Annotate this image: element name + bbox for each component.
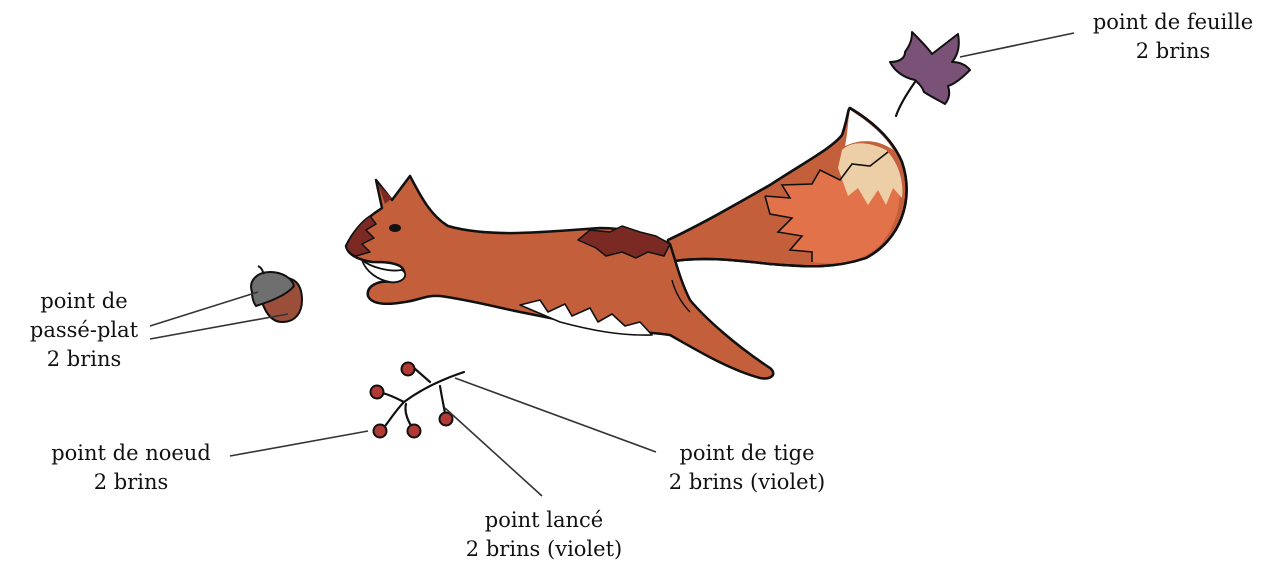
leader-line-passe-nut xyxy=(149,313,289,340)
squirrel-eye xyxy=(389,224,401,232)
acorn-cap xyxy=(250,270,296,308)
leader-line-feuille xyxy=(959,32,1075,58)
label-point-de-noeud: point de noeud 2 brins xyxy=(36,439,226,497)
tail-tip-white xyxy=(845,110,893,150)
leaf-shape xyxy=(889,31,971,105)
berry xyxy=(438,411,454,427)
label-text: point de feuille xyxy=(1092,10,1254,34)
label-point-de-tige: point de tige 2 brins (violet) xyxy=(652,439,842,497)
berries-icon xyxy=(369,361,466,439)
berry xyxy=(369,384,385,400)
label-text: point de noeud xyxy=(51,441,211,465)
label-text: 2 brins (violet) xyxy=(465,537,623,561)
label-text: point de xyxy=(40,289,128,313)
label-point-lance: point lancé 2 brins (violet) xyxy=(444,506,644,564)
leaf-stem xyxy=(894,80,917,118)
tail-tip-cream xyxy=(838,143,903,205)
label-point-de-feuille: point de feuille 2 brins xyxy=(1078,8,1268,66)
leader-lines xyxy=(149,32,1075,497)
tail-outline xyxy=(667,106,908,268)
squirrel-body xyxy=(344,174,775,380)
label-text: point lancé xyxy=(484,508,604,532)
acorn-icon xyxy=(250,265,304,324)
berry xyxy=(372,423,388,439)
squirrel-belly-white xyxy=(519,299,653,336)
tail-zigzag-line-2 xyxy=(764,195,813,262)
leader-line-tige xyxy=(454,377,657,453)
leaf-icon xyxy=(889,31,971,118)
berry xyxy=(400,361,416,377)
label-text: point de tige xyxy=(679,441,815,465)
label-text: 2 brins xyxy=(46,347,122,371)
squirrel-leg-line xyxy=(671,279,691,313)
label-text: 2 brins xyxy=(1135,39,1211,63)
squirrel-tail xyxy=(666,106,908,268)
label-text: 2 brins xyxy=(93,470,169,494)
berry xyxy=(406,423,422,439)
acorn-stem xyxy=(257,265,265,275)
squirrel-back-patch xyxy=(577,225,671,259)
label-text: passé-plat xyxy=(29,318,139,342)
tail-zigzag-line xyxy=(764,151,889,199)
berry-branches xyxy=(376,366,466,432)
label-point-de-passe-plat: point de passé-plat 2 brins xyxy=(0,287,168,374)
squirrel-ear-inner xyxy=(378,184,392,204)
leader-line-noeud xyxy=(229,430,369,457)
leader-line-passe-cap xyxy=(149,291,259,327)
squirrel-nose-patch xyxy=(345,215,377,257)
squirrel-chest-white xyxy=(360,257,407,284)
label-text: 2 brins (violet) xyxy=(668,470,826,494)
squirrel xyxy=(344,174,775,380)
leader-line-lance xyxy=(444,407,543,497)
